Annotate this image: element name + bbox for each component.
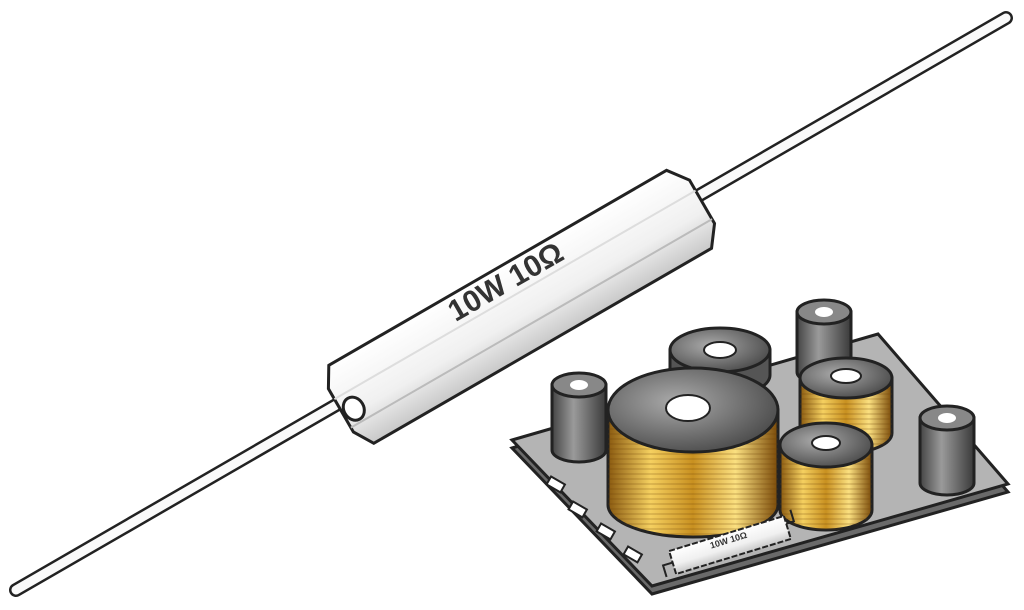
large-inductor-coil [606,366,780,539]
small-resistor: 10W 10Ω [661,509,796,578]
capacitor [550,371,608,464]
inductor-coil [778,421,874,532]
capacitor [918,404,976,497]
